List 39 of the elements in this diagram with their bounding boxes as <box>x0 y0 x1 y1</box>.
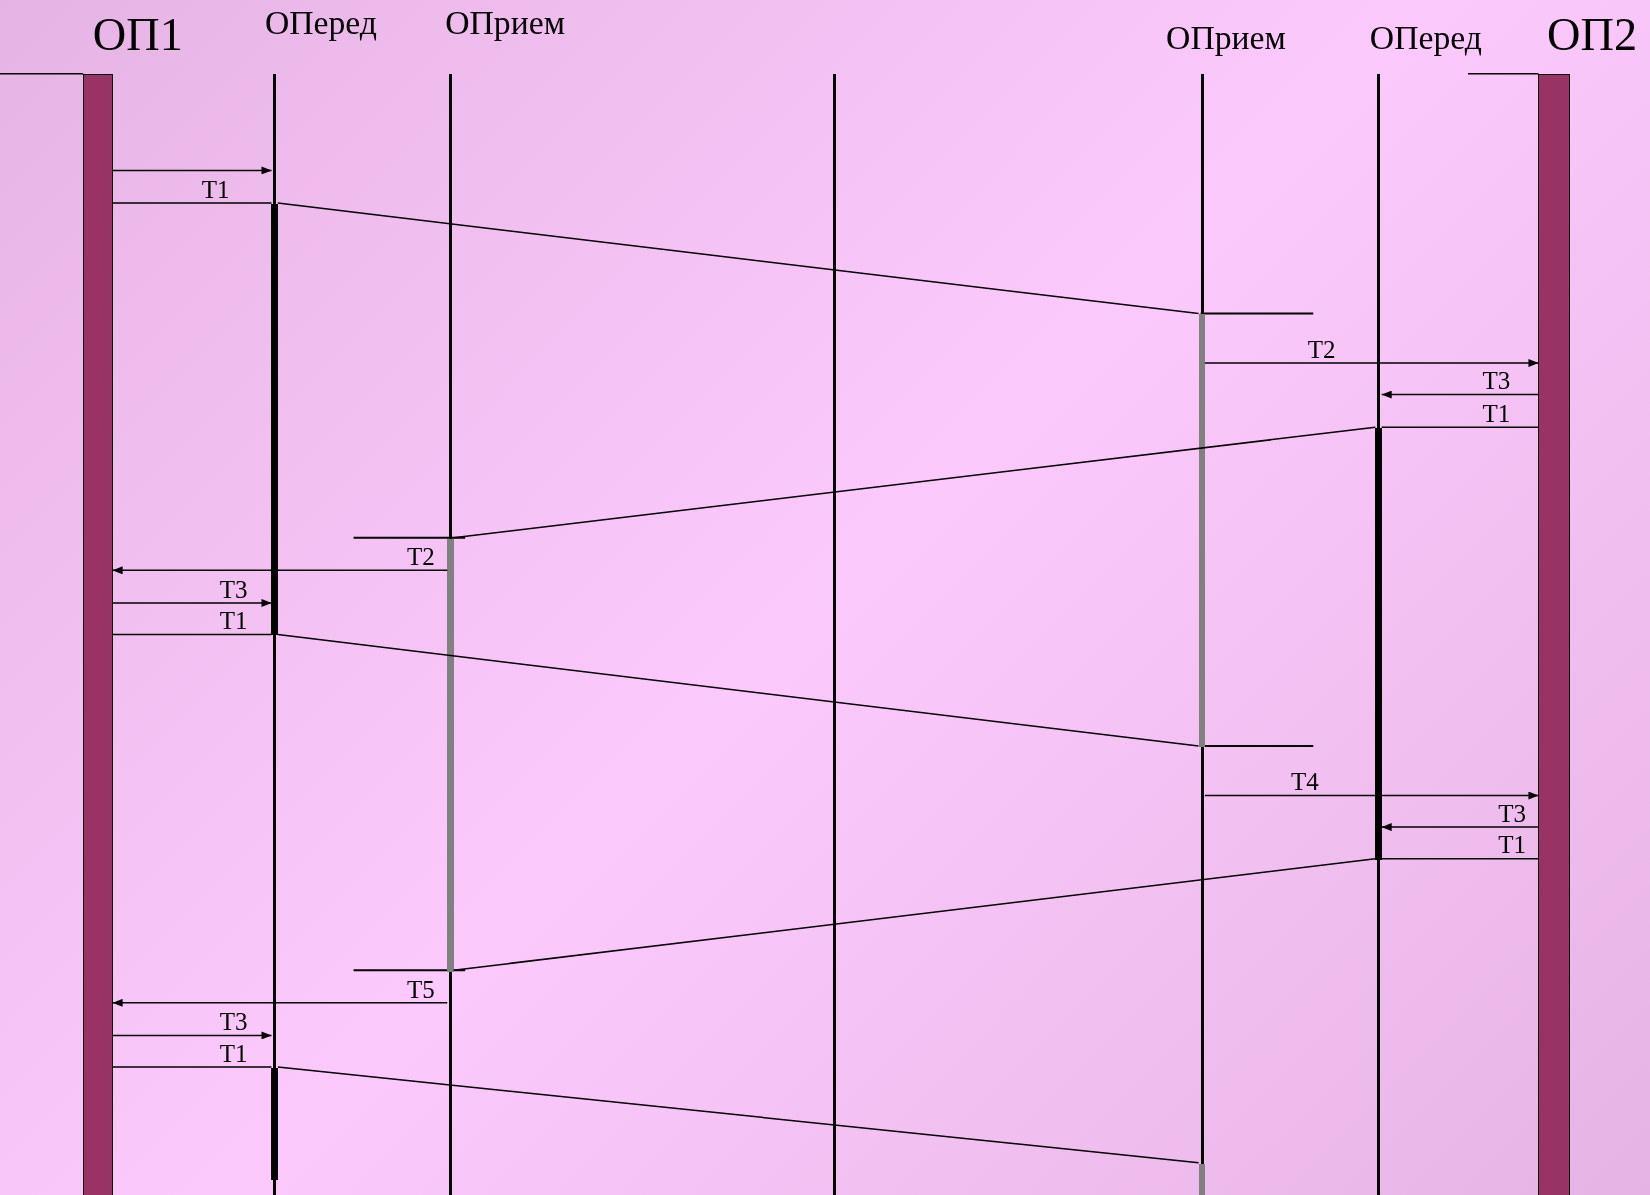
arrow <box>1204 791 1540 800</box>
edge-label: T2 <box>407 544 435 570</box>
lifeline-heading: ОПеред <box>264 6 377 40</box>
lifeline-heading: ОП2 <box>1547 11 1638 58</box>
connector-line <box>277 1066 1200 1164</box>
edge-label: T1 <box>1482 400 1511 426</box>
edge-label: T3 <box>219 1009 248 1035</box>
arrow <box>111 566 448 575</box>
edge-label: T1 <box>201 176 230 202</box>
lifeline-heading: ОПрием <box>1166 21 1286 55</box>
edge-label: T5 <box>407 976 435 1002</box>
connector-line <box>111 202 273 204</box>
arrow <box>1204 359 1540 368</box>
connector-line <box>111 633 273 636</box>
connector-line <box>1380 426 1540 428</box>
edge-label: T1 <box>1498 832 1527 858</box>
lifeline-heading: ОПеред <box>1369 21 1482 55</box>
lifeline <box>831 73 838 1195</box>
arrow <box>111 166 273 175</box>
connector-line <box>111 1066 273 1068</box>
edge-label: T3 <box>219 576 248 602</box>
connector-line <box>277 633 1200 747</box>
connector-line <box>452 426 1377 539</box>
edge-label: T1 <box>219 1040 248 1066</box>
lifeline-heading: ОП1 <box>92 11 183 58</box>
edge-label: T2 <box>1307 336 1336 362</box>
connector-line <box>277 202 1200 315</box>
arrow <box>111 998 448 1007</box>
connector-line <box>452 857 1377 971</box>
arrow <box>111 598 273 607</box>
edge-label: T4 <box>1290 769 1319 795</box>
edge-label: T1 <box>219 608 248 634</box>
arrow <box>1380 390 1540 399</box>
arrow <box>111 1031 273 1040</box>
connector-line <box>1380 857 1540 860</box>
edge-label: T3 <box>1498 800 1527 826</box>
lifeline-heading: ОПрием <box>445 6 565 40</box>
arrow <box>1380 823 1540 832</box>
edge-label: T3 <box>1482 368 1511 394</box>
